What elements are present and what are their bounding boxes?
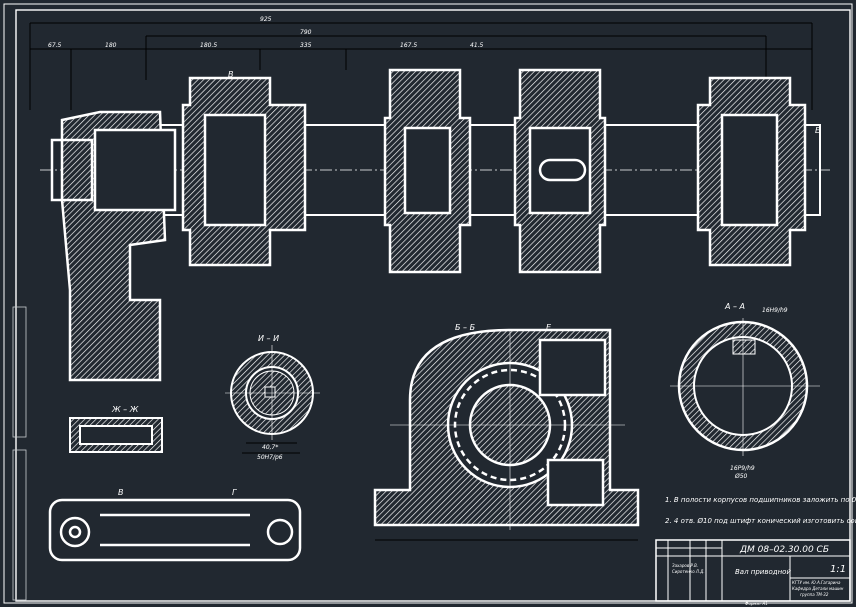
dim-seg-4: 335 bbox=[300, 42, 312, 49]
outer-frame bbox=[3, 3, 853, 604]
dim-span: 790 bbox=[300, 29, 312, 36]
title-name: Вал приводной bbox=[735, 568, 791, 576]
section-i-drawing bbox=[225, 345, 320, 454]
top-dimensions bbox=[29, 22, 813, 110]
section-a-dim-2: 16P9/h9 bbox=[730, 465, 755, 472]
note-2: 2. 4 отв. Ø10 под штифт конический изгот… bbox=[665, 517, 856, 525]
title-scale: 1:1 bbox=[830, 564, 846, 575]
view-e-label: Е bbox=[546, 323, 552, 332]
section-a-label: А – А bbox=[724, 302, 745, 311]
section-a-dim-3: Ø50 bbox=[734, 473, 748, 480]
section-zh-label: Ж – Ж bbox=[111, 405, 139, 414]
section-i-label: И – И bbox=[258, 334, 279, 343]
section-i-dim-1: 40,7* bbox=[262, 444, 278, 451]
dim-seg-1: 67.5 bbox=[48, 42, 62, 49]
title-developer: Захаров Р.В. bbox=[672, 563, 698, 568]
title-org-1: КГТУ им. Ю.А.Гагарина bbox=[792, 580, 841, 585]
side-stamp bbox=[12, 306, 27, 601]
shaft-assembly bbox=[40, 68, 830, 382]
views-v-g-drawing bbox=[48, 498, 302, 562]
section-b-drawing bbox=[373, 328, 640, 541]
view-v-label: В bbox=[118, 488, 124, 497]
section-a-drawing bbox=[670, 318, 820, 456]
dim-seg-2: 180 bbox=[105, 42, 117, 49]
inner-frame bbox=[15, 9, 851, 602]
title-org-2: Кафедра Детали машин bbox=[792, 586, 844, 591]
section-a-dim-1: 16H9/h9 bbox=[762, 307, 788, 314]
dim-seg-5: 167.5 bbox=[400, 42, 417, 49]
dim-seg-3: 180.5 bbox=[200, 42, 217, 49]
note-1: 1. В полости корпусов подшипников заложи… bbox=[665, 496, 856, 504]
note-1a: 1. В полости корпусов подшипников заложи… bbox=[665, 496, 856, 504]
dim-seg-6: 41.5 bbox=[470, 42, 484, 49]
title-format: Формат А1 bbox=[745, 601, 768, 606]
title-block bbox=[655, 539, 851, 602]
arrow-label-e: Е bbox=[815, 126, 821, 135]
section-zh-drawing bbox=[69, 417, 163, 453]
view-g-label: Г bbox=[232, 488, 237, 497]
dim-overall: 925 bbox=[260, 16, 272, 23]
section-b-label: Б – Б bbox=[455, 323, 476, 332]
title-checker: Сиротенко Л.Д. bbox=[672, 569, 705, 574]
section-i-dim-2: 50H7/p6 bbox=[257, 454, 283, 461]
title-org-3: группа ТМ-32 bbox=[800, 592, 829, 597]
note-2a: 2. 4 отв. Ø10 под штифт конический изгот… bbox=[665, 517, 856, 525]
title-code: ДМ 08–02.30.00 СБ bbox=[739, 545, 829, 555]
arrow-label-v: В bbox=[228, 70, 234, 79]
